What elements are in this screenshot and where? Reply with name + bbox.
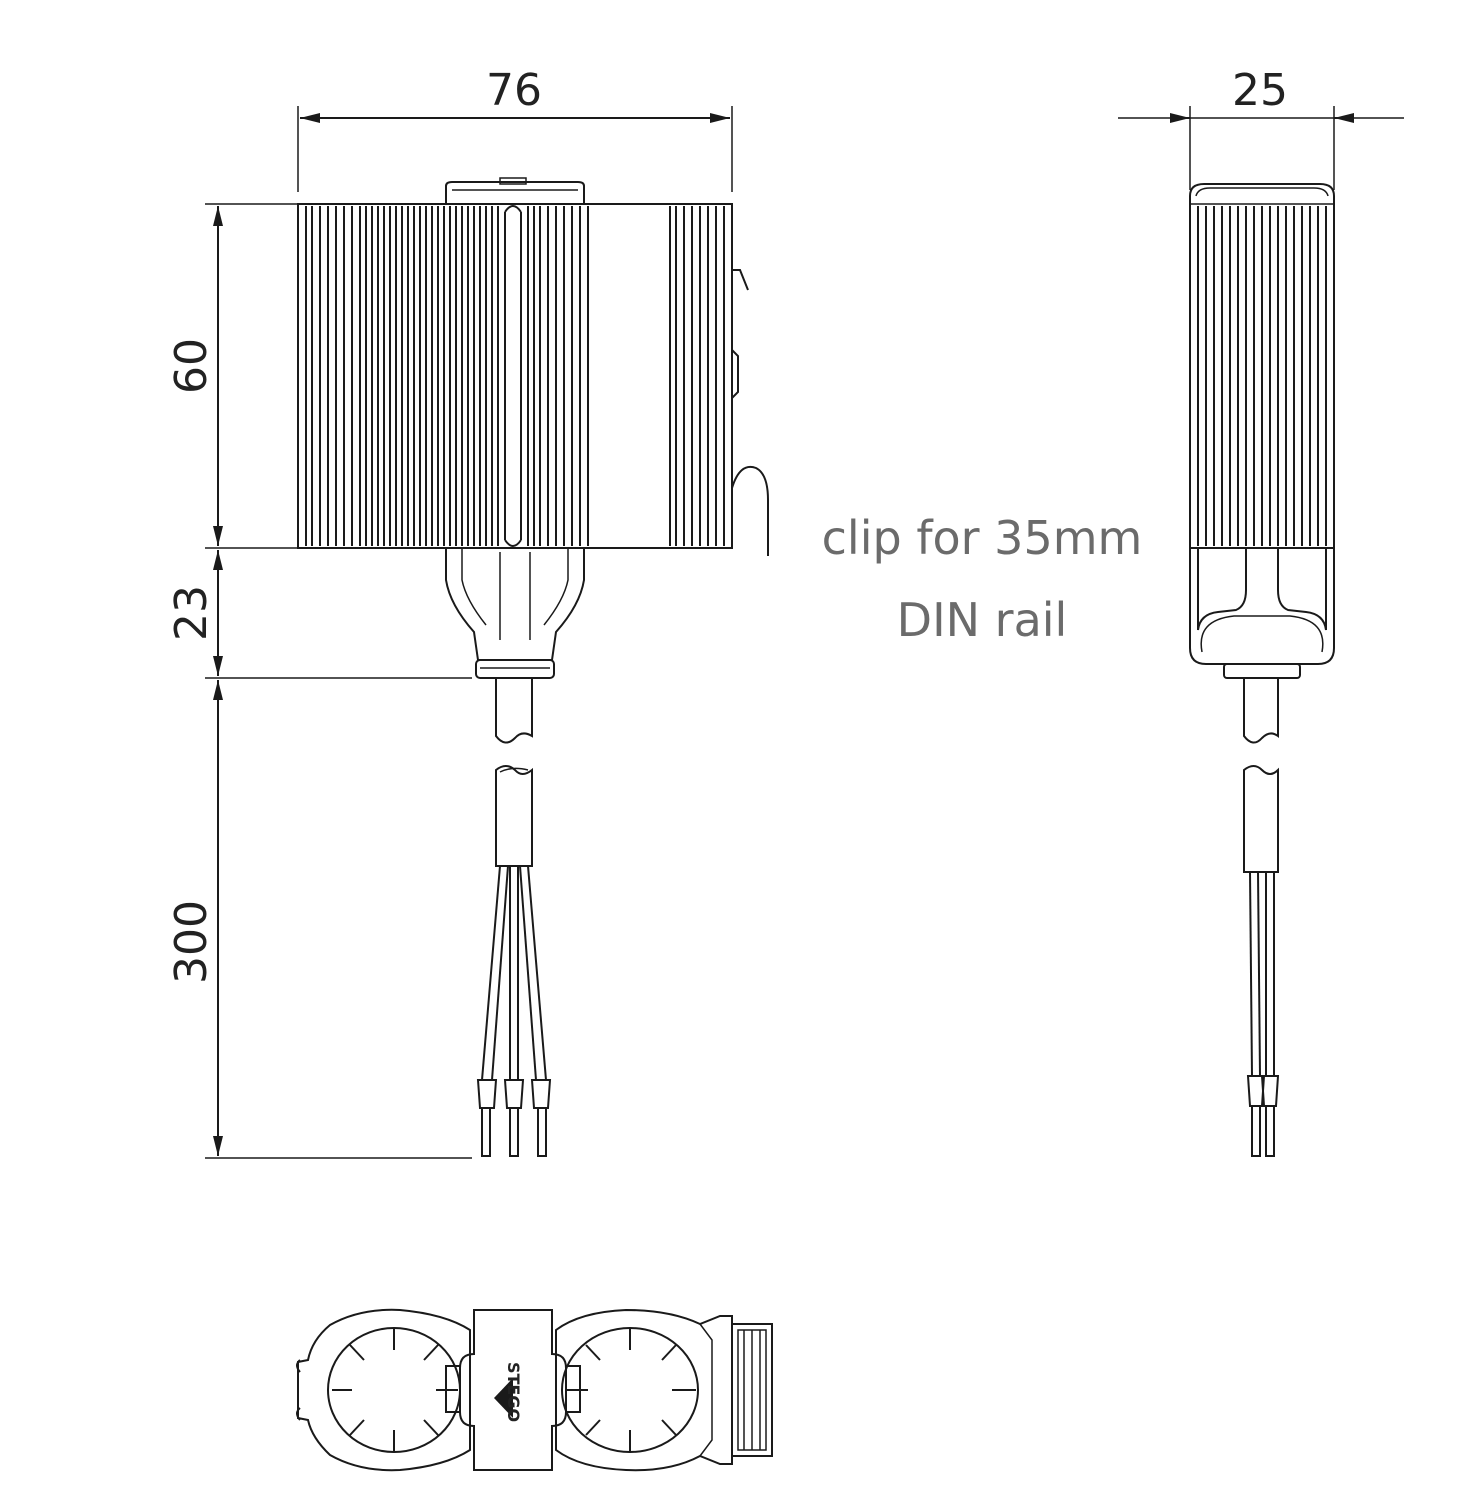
dimension-height-neck: 23 xyxy=(166,550,472,679)
note-line-1: clip for 35mm xyxy=(822,511,1143,565)
heatsink-body-side xyxy=(1189,183,1335,549)
right-ring-spokes xyxy=(566,1328,696,1452)
cable-front xyxy=(495,678,533,867)
dimension-height-body-label: 60 xyxy=(166,338,217,394)
dimension-cable-length: 300 xyxy=(166,680,472,1159)
dimension-height-body: 60 xyxy=(166,203,298,549)
dimension-cable-length-label: 300 xyxy=(166,900,217,984)
bottom-terminal-block xyxy=(731,1323,773,1457)
din-rail-note: clip for 35mm DIN rail xyxy=(822,511,1143,647)
dimension-width-front: 76 xyxy=(297,65,733,192)
dimension-height-neck-label: 23 xyxy=(166,585,217,641)
svg-text:STEGO: STEGO xyxy=(504,1362,523,1422)
bottom-left-ring xyxy=(296,1308,471,1472)
front-view: 76 60 23 300 xyxy=(166,65,769,1159)
note-line-2: DIN rail xyxy=(897,593,1068,647)
left-ring-spokes xyxy=(332,1328,458,1452)
cable-gland-front xyxy=(445,548,585,679)
cable-gland-side xyxy=(1189,548,1335,679)
bottom-view: STEGO xyxy=(296,1308,773,1472)
dimension-width-side-label: 25 xyxy=(1232,65,1288,116)
din-clip-front xyxy=(731,269,769,556)
side-view: 25 xyxy=(1118,65,1404,1157)
bottom-center-connector: STEGO xyxy=(445,1309,581,1471)
heatsink-body-front xyxy=(297,203,733,549)
stego-logo: STEGO xyxy=(494,1362,523,1422)
cable-side xyxy=(1243,678,1280,1157)
wires-front xyxy=(476,865,552,1157)
dimension-width-side: 25 xyxy=(1118,65,1404,190)
top-cap-front xyxy=(445,177,585,204)
dimension-width-front-label: 76 xyxy=(486,65,542,116)
bottom-right-ring xyxy=(555,1308,733,1472)
